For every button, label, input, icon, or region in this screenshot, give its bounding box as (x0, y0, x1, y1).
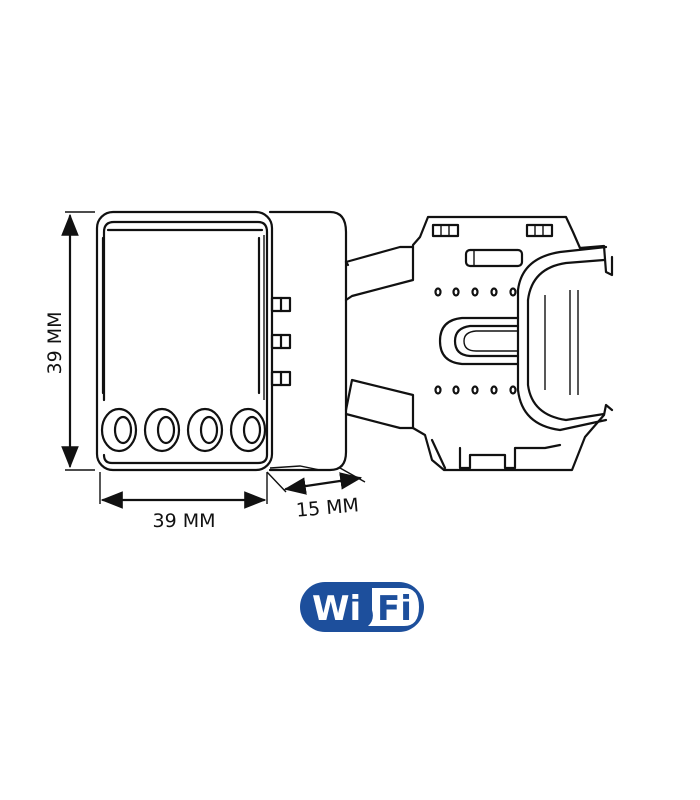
side-tabs (270, 296, 292, 387)
terminal-hole (186, 407, 224, 453)
device-front-face (95, 210, 274, 472)
height-label: 39 MM (44, 311, 66, 374)
width-label: 39 MM (152, 510, 215, 532)
mounting-bracket (344, 215, 614, 472)
terminal-holes (100, 407, 267, 453)
width-dimension: 39 MM (99, 472, 268, 532)
terminal-hole (229, 407, 267, 453)
terminal-hole (143, 407, 181, 453)
wifi-logo-text-right: Fi (377, 589, 412, 629)
device-side-body (268, 210, 348, 472)
height-dimension: 39 MM (44, 211, 95, 471)
vent-dots (434, 287, 517, 395)
wifi-logo-text-left: Wi (312, 589, 361, 629)
terminal-hole (100, 407, 138, 453)
depth-dimension: 15 MM (266, 467, 366, 522)
depth-label: 15 MM (295, 494, 360, 521)
wifi-logo: Wi Fi (300, 582, 424, 632)
